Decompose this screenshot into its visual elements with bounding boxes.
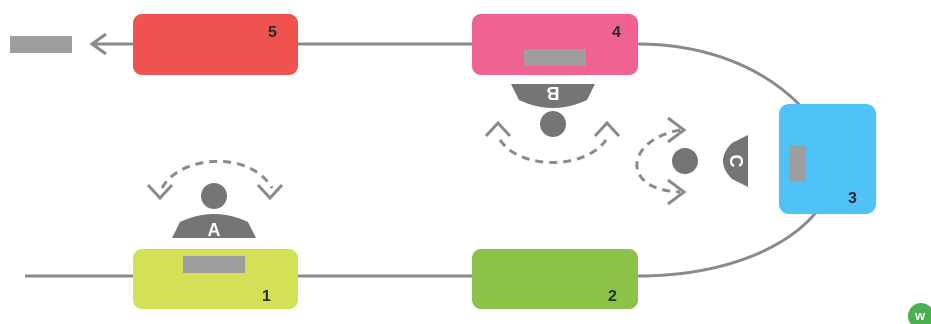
station-3-box xyxy=(779,104,876,214)
worker-b: B xyxy=(484,83,621,164)
station-3-number: 3 xyxy=(848,190,857,207)
worker-b-person-icon xyxy=(511,84,595,137)
station-1: 1 xyxy=(133,249,298,309)
worker-c-label: C xyxy=(726,155,746,168)
worker-c-motion-arc-icon xyxy=(635,128,681,194)
station-5-box xyxy=(133,14,298,75)
worker-b-left-chevron-icon xyxy=(484,120,512,138)
station-4-number: 4 xyxy=(612,24,621,41)
logo-text: w xyxy=(914,308,926,323)
station-3-part xyxy=(789,145,806,182)
worker-b-label: B xyxy=(547,83,560,103)
worker-a: A xyxy=(146,159,284,240)
station-4-part xyxy=(524,49,586,66)
station-2-box xyxy=(472,249,638,309)
station-5-number: 5 xyxy=(268,24,277,41)
station-2-number: 2 xyxy=(608,288,617,305)
output-part xyxy=(10,36,72,53)
worker-a-motion-arc-icon xyxy=(160,159,274,189)
station-4: 4 xyxy=(472,14,638,75)
corner-logo: w xyxy=(908,303,931,324)
worker-c-top-chevron-icon xyxy=(667,116,687,144)
worker-a-right-chevron-icon xyxy=(256,183,284,201)
station-1-part xyxy=(183,256,245,273)
station-5: 5 xyxy=(133,14,298,75)
output-arrow-icon xyxy=(89,32,107,56)
worker-b-motion-arc-icon xyxy=(498,139,608,164)
worker-a-left-chevron-icon xyxy=(146,183,174,201)
worker-c-person-icon xyxy=(672,135,748,187)
worker-a-person-icon xyxy=(172,183,256,238)
station-4-box xyxy=(472,14,638,75)
station-1-box xyxy=(133,249,298,309)
worker-c: C xyxy=(635,116,748,206)
worker-c-bottom-chevron-icon xyxy=(667,178,687,206)
station-2: 2 xyxy=(472,249,638,309)
station-3: 3 xyxy=(779,104,876,214)
worker-b-right-chevron-icon xyxy=(593,120,621,138)
worker-a-label: A xyxy=(208,220,221,240)
station-1-number: 1 xyxy=(262,288,271,305)
logo-badge xyxy=(908,303,931,324)
